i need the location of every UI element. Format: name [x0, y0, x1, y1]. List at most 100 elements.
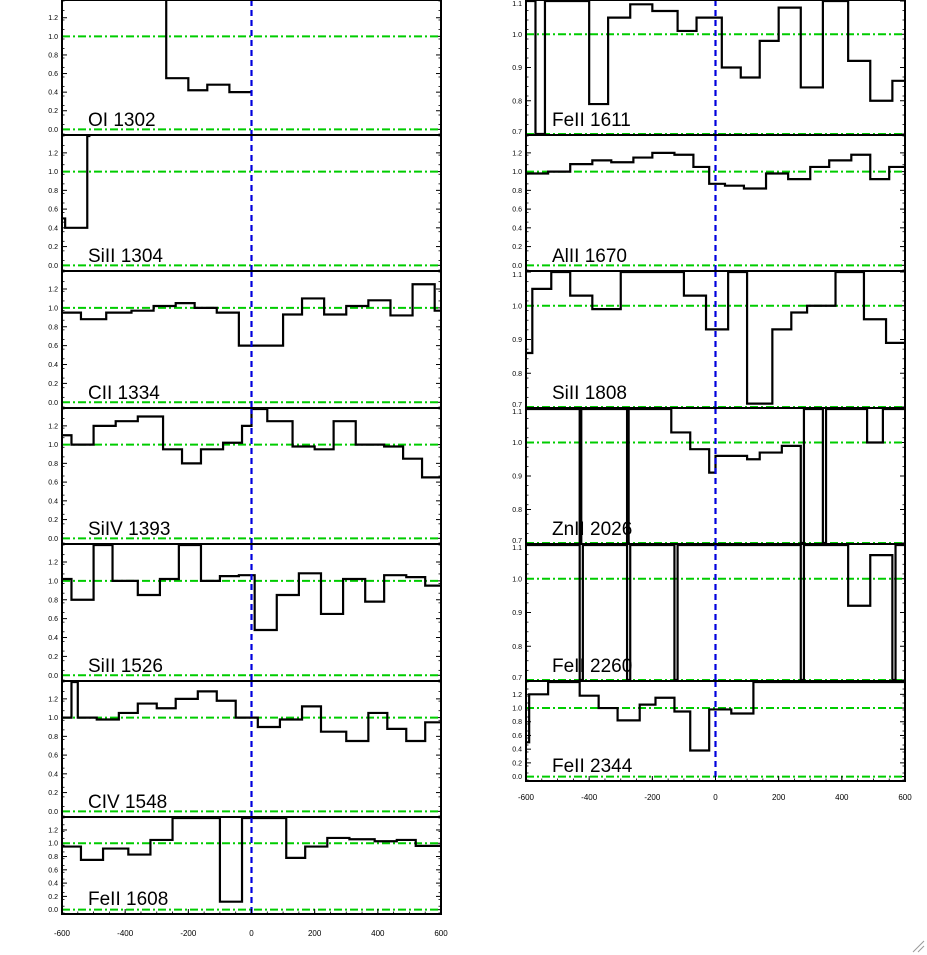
panel-label: FeII 2344: [552, 756, 633, 777]
y-tick-label: 1.2: [48, 696, 58, 703]
y-tick-label: 0.8: [512, 371, 522, 378]
y-tick-label: 0.6: [512, 207, 522, 214]
y-tick-label: 1.0: [512, 169, 522, 176]
y-tick-label: 1.2: [48, 423, 58, 430]
y-tick-label: 0.7: [512, 675, 522, 682]
y-tick-label: 0.8: [48, 597, 58, 604]
y-tick-label: 0.0: [48, 809, 58, 816]
spectrum-panel: 0.00.20.40.60.81.01.2OI 1302: [48, 0, 442, 136]
y-tick-label: 1.2: [48, 559, 58, 566]
y-tick-label: 0.6: [48, 71, 58, 78]
x-tick-label: 200: [772, 793, 786, 802]
y-tick-label: 0.6: [48, 207, 58, 214]
resize-grip-icon[interactable]: [912, 940, 925, 953]
x-tick-label: 400: [371, 929, 385, 938]
y-tick-label: 1.2: [512, 692, 522, 699]
x-tick-label: 0: [713, 793, 718, 802]
y-tick-label: 0.4: [48, 635, 58, 642]
y-tick-label: 0.9: [512, 474, 522, 481]
panel-label: SiIV 1393: [88, 519, 170, 540]
y-tick-label: 1.1: [512, 1, 522, 8]
y-tick-label: 1.2: [48, 286, 58, 293]
y-tick-label: 0.0: [48, 673, 58, 680]
y-tick-label: 0.0: [48, 400, 58, 407]
y-tick-label: 1.2: [512, 150, 522, 157]
y-tick-label: 0.8: [48, 52, 58, 59]
x-tick-label: -600: [518, 793, 535, 802]
y-tick-label: 0.2: [48, 790, 58, 797]
y-tick-label: 0.9: [512, 610, 522, 617]
y-tick-label: 1.0: [48, 841, 58, 848]
y-tick-label: 1.0: [512, 706, 522, 713]
y-tick-label: 1.0: [512, 576, 522, 583]
spectrum-line: [62, 544, 441, 632]
y-tick-label: 0.4: [48, 90, 58, 97]
y-tick-label: 1.0: [48, 442, 58, 449]
panel-label: FeII 2260: [552, 656, 632, 677]
y-tick-label: 0.9: [512, 65, 522, 72]
y-tick-label: 1.0: [512, 303, 522, 310]
y-tick-label: 0.8: [512, 719, 522, 726]
y-tick-label: 0.4: [48, 771, 58, 778]
y-tick-label: 0.6: [48, 753, 58, 760]
y-tick-label: 0.8: [512, 644, 522, 651]
panel-label: FeII 1608: [88, 889, 168, 910]
panel-label: CII 1334: [88, 383, 160, 404]
y-tick-label: 0.6: [48, 480, 58, 487]
y-tick-label: 0.8: [512, 98, 522, 105]
x-tick-label: 200: [308, 929, 322, 938]
y-tick-label: 1.2: [48, 150, 58, 157]
y-tick-label: 0.6: [48, 343, 58, 350]
y-tick-label: 1.0: [48, 169, 58, 176]
y-tick-label: 0.6: [48, 867, 58, 874]
panel-label: SiII 1808: [552, 383, 627, 404]
panel-label: CIV 1548: [88, 792, 167, 813]
y-tick-label: 1.2: [48, 15, 58, 22]
y-tick-label: 1.0: [512, 32, 522, 39]
panel-column-1: 0.0 0.2 0.4 0.6 0.8 1.0 1.2 OI 1302 0.0 0.2 0.4 0.6…: [48, 0, 448, 938]
y-tick-label: 0.7: [512, 129, 522, 136]
x-tick-label: 600: [898, 793, 912, 802]
spectrum-line: [62, 408, 441, 479]
y-tick-label: 0.6: [48, 616, 58, 623]
spectrum-line: [526, 271, 905, 405]
y-tick-label: 0.4: [48, 362, 58, 369]
y-tick-label: 0.8: [48, 854, 58, 861]
x-tick-label: -400: [117, 929, 134, 938]
y-tick-label: 0.2: [48, 108, 58, 115]
y-tick-label: 1.1: [512, 409, 522, 416]
panel-label: FeII 1611: [552, 110, 631, 131]
y-tick-label: 1.1: [512, 272, 522, 279]
y-tick-label: 0.2: [48, 517, 58, 524]
y-tick-label: 0.8: [48, 734, 58, 741]
spectrum-line: [62, 135, 91, 229]
spectrum-line: [526, 151, 905, 190]
panel-label: SiII 1304: [88, 246, 163, 267]
spectrum-line: [526, 408, 905, 544]
y-tick-label: 1.0: [48, 305, 58, 312]
y-tick-label: 0.8: [512, 188, 522, 195]
y-tick-label: 0.0: [512, 774, 522, 781]
x-tick-label: 600: [434, 929, 448, 938]
y-tick-label: 0.2: [48, 244, 58, 251]
y-tick-label: 0.8: [48, 188, 58, 195]
panel-label: OI 1302: [88, 110, 156, 131]
y-tick-label: 0.0: [512, 263, 522, 270]
y-tick-label: 1.0: [48, 578, 58, 585]
y-tick-label: 0.2: [512, 244, 522, 251]
x-tick-label: 0: [249, 929, 254, 938]
x-tick-label: -600: [54, 929, 71, 938]
